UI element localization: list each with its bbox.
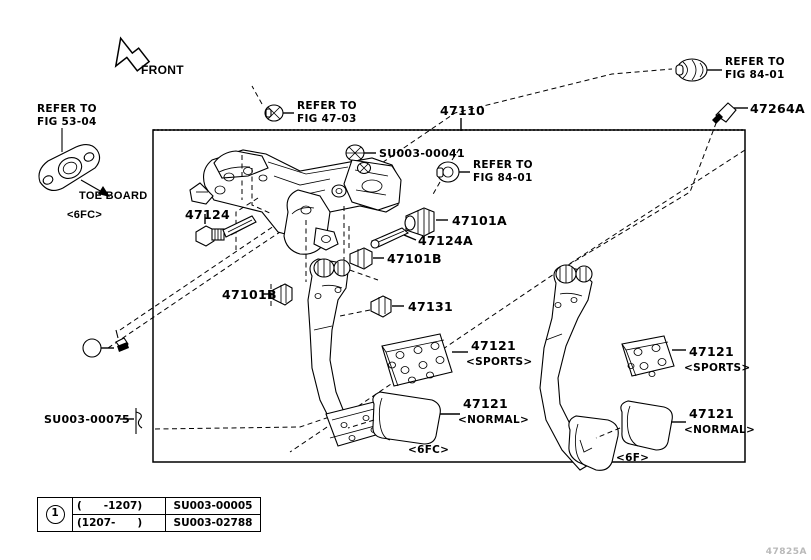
grommet-fig-84-01-inner [431,147,470,197]
assembly-guide-left [119,204,306,331]
part-label-47101B-left: 47101B [222,287,277,302]
refer-84-01-outer-line2: FIG 84-01 [725,69,785,81]
pedal-arm-left [307,258,387,447]
assembly-guide-main [107,68,673,349]
legend-row: 1 ( -1207) SU003-00005 [37,497,261,532]
grommet-fig-47-03 [251,85,294,122]
legend-marker-cell: 1 [37,497,73,532]
assembly-guide-clip [154,409,351,430]
part-label-47124A: 47124A [418,233,473,248]
legend-part-1: SU003-00005 [165,497,261,515]
legend-marker: 1 [45,505,65,524]
front-label: FRONT [141,63,184,77]
part-47131 [339,295,404,318]
refer-fig-84-01-outer: REFER TO FIG 84-01 [725,56,785,82]
legend-part-2: SU003-02788 [165,514,261,532]
front-arrow [114,36,151,72]
toe-board-label: TOE BOARD [79,190,148,202]
pad-normal-right [595,400,686,451]
refer-84-01-inner-line1: REFER TO [473,159,533,171]
part-su003-00041 [339,144,376,184]
part-47101B-right [348,224,384,270]
refer-fig-84-01-inner: REFER TO FIG 84-01 [473,159,533,185]
variant-sports-left: <SPORTS> [466,356,533,368]
refer-fig-53-04: REFER TO FIG 53-04 [37,103,97,129]
toe-board-flange [38,128,110,197]
pad-sports-right [621,335,686,377]
part-label-47101A: 47101A [452,213,507,228]
variant-right-pedal: <6F> [616,452,650,464]
toe-board-variant: <6FC> [67,209,103,221]
part-label-47121-sports-left: 47121 [471,338,516,353]
part-47264A [712,102,748,124]
pad-normal-left [347,391,460,445]
refer-47-03-line2: FIG 47-03 [297,113,357,125]
refer-53-04-line2: FIG 53-04 [37,116,97,128]
pedal-arm-right [539,264,619,471]
assembly-guide-47264 [559,117,719,271]
legend-table: 1 ( -1207) SU003-00005 (1207- ) SU003-02… [37,497,261,532]
refer-fig-47-03: REFER TO FIG 47-03 [297,100,357,126]
part-label-47121-normal-left: 47121 [463,396,508,411]
diagram-code: 47825A [765,547,807,557]
part-47124-bolt [195,214,257,247]
part-label-47264A: 47264A [750,101,805,116]
legend-row: (1207- ) SU003-02788 [38,514,261,532]
part-label-47101B-right: 47101B [387,251,442,266]
part-label-su003-00041: SU003-00041 [379,147,465,160]
callout-1-clip [82,329,129,358]
part-label-47124: 47124 [185,207,230,222]
part-label-47121-normal-right: 47121 [689,406,734,421]
refer-47-03-line1: REFER TO [297,100,357,112]
variant-normal-left: <NORMAL> [458,414,530,426]
part-label-su003-00075: SU003-00075 [44,413,130,426]
part-47101A [404,207,448,237]
pedal-support-bracket [189,149,402,282]
part-label-47131: 47131 [408,299,453,314]
legend-range-1: ( -1207) [72,497,166,515]
part-label-47121-sports-right: 47121 [689,344,734,359]
part-47124A-pin [370,227,417,249]
refer-84-01-inner-line2: FIG 84-01 [473,172,533,184]
pad-sports-left [381,333,468,387]
refer-53-04-line1: REFER TO [37,103,97,115]
part-47101B-left [262,283,293,306]
variant-normal-right: <NORMAL> [684,424,756,436]
part-su003-00075 [120,408,143,434]
refer-84-01-outer-line1: REFER TO [725,56,785,68]
variant-sports-right: <SPORTS> [684,362,751,374]
part-label-47110: 47110 [440,103,485,118]
grommet-fig-84-01-outer [675,58,722,82]
legend-range-2: (1207- ) [72,514,166,532]
variant-left-pedal: <6FC> [408,444,450,456]
